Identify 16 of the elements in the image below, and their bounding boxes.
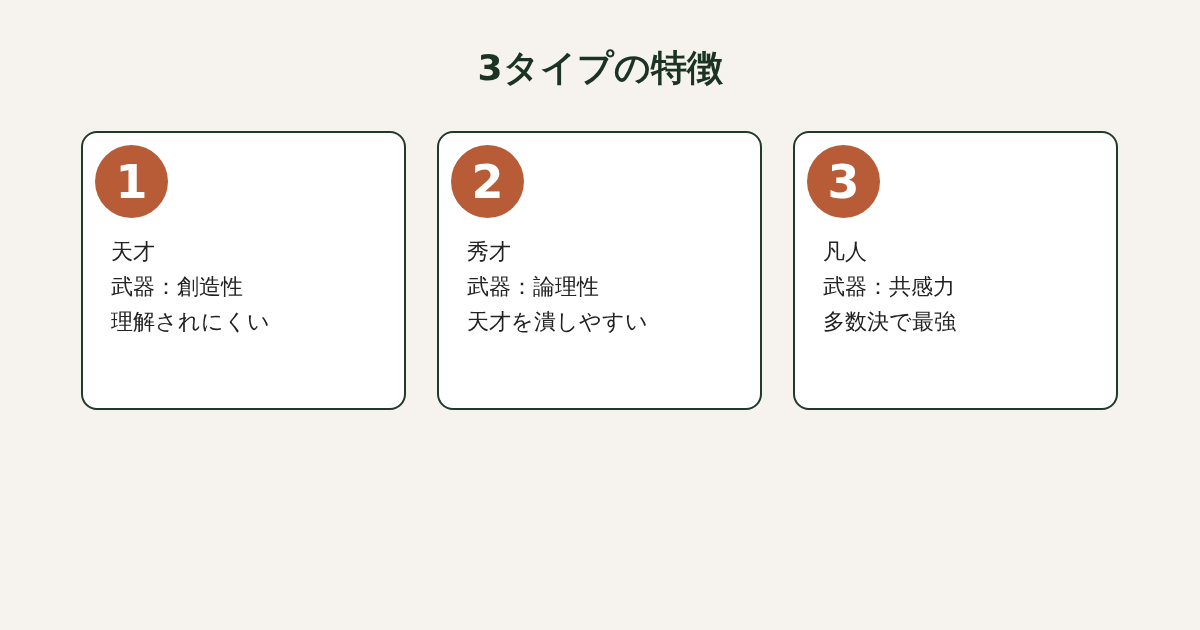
card-text: 多数決で最強 [823,308,956,336]
card-text: 武器：創造性 [111,273,243,301]
number-badge: 1 [95,145,168,218]
card-text: 天才 [111,238,155,266]
number-badge: 2 [451,145,524,218]
card [793,131,1118,410]
card [81,131,406,410]
number-badge: 3 [807,145,880,218]
card-text: 理解されにくい [111,308,270,336]
card-text: 天才を潰しやすい [467,308,648,336]
title: 3タイプの特徴 [476,46,724,90]
card-text: 秀才 [467,238,511,266]
card-text: 武器：論理性 [467,273,599,301]
card-text: 武器：共感力 [823,273,955,301]
card-text: 凡人 [823,238,867,266]
card [437,131,762,410]
